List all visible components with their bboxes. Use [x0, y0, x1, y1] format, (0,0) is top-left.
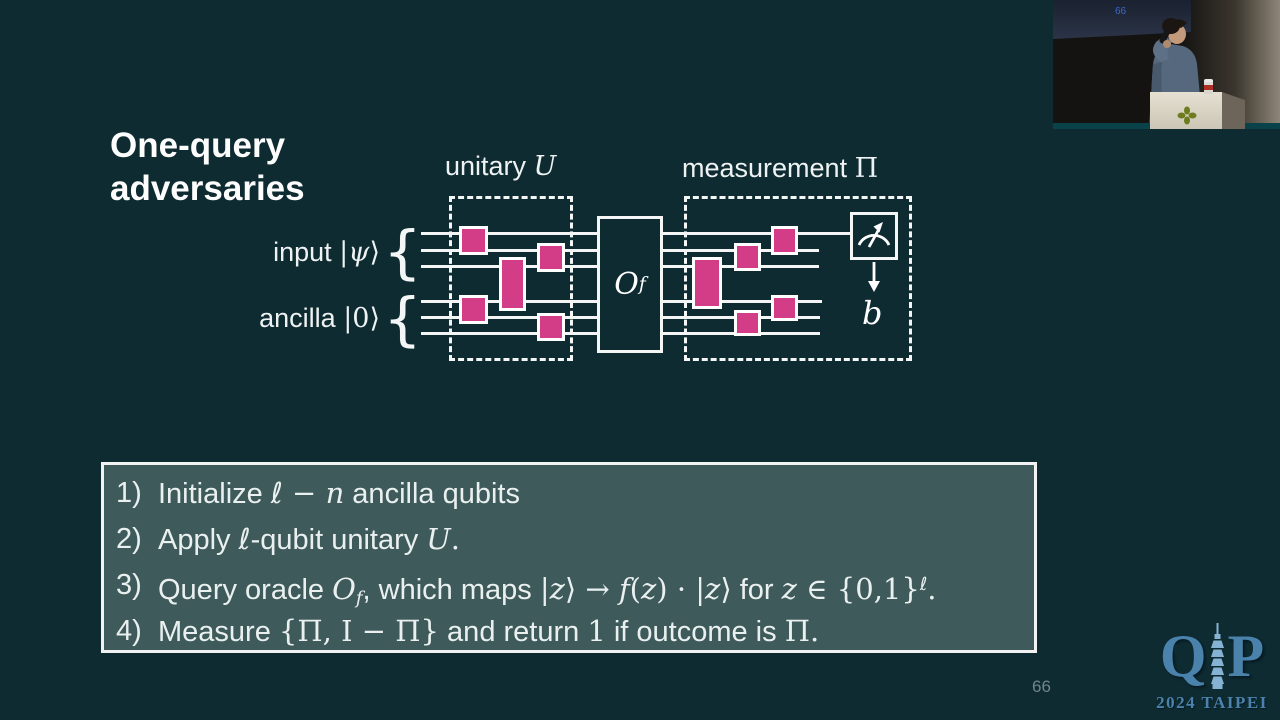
step-text: Measure {Π, I − Π} and return 1 if outco…: [158, 614, 820, 648]
down-arrow-icon: [868, 262, 880, 292]
gate: [734, 310, 761, 336]
podium-side: [1222, 92, 1245, 129]
gate: [459, 226, 488, 255]
conference-logo: Q P 2024 TAIPEI: [1146, 620, 1278, 713]
gate: [771, 226, 798, 255]
water-bottle: [1204, 79, 1213, 94]
step-number: 3): [116, 569, 142, 601]
input-brace: {: [383, 218, 422, 286]
logo-letter-q: Q: [1160, 626, 1207, 686]
gate: [692, 257, 722, 309]
step-text: Initialize ℓ − n ancilla qubits: [158, 476, 520, 510]
step-number: 2): [116, 523, 142, 555]
gate: [734, 243, 761, 271]
unitary-box: [449, 196, 573, 361]
step-item: 4) Measure {Π, I − Π} and return 1 if ou…: [116, 608, 1034, 654]
unitary-label: unitary U: [445, 151, 557, 182]
input-label: input |ψ⟩: [273, 237, 380, 268]
step-number: 1): [116, 477, 142, 509]
slide-title-line1: One-query: [110, 126, 286, 165]
logo-letter-p: P: [1227, 623, 1265, 689]
measurement-box: [684, 196, 912, 361]
step-number: 4): [116, 615, 142, 647]
slide-title: One-query adversaries: [110, 124, 305, 210]
gate: [499, 257, 526, 311]
gate: [459, 295, 488, 324]
slide-title-line2: adversaries: [110, 169, 305, 208]
step-text: Apply ℓ-qubit unitary U.: [158, 522, 460, 556]
logo-letters: Q P: [1146, 620, 1278, 692]
output-bit-label: b: [862, 294, 883, 332]
page-number: 66: [1032, 677, 1051, 696]
gate: [537, 243, 565, 272]
presenter-video: 66: [1053, 0, 1280, 129]
logo-caption: 2024 TAIPEI: [1156, 693, 1268, 712]
screen-page-number: 66: [1115, 6, 1127, 17]
taipei-101-icon: [1210, 623, 1224, 689]
meter-icon: [857, 222, 891, 248]
meter-box: [850, 212, 898, 260]
steps-panel: 1) Initialize ℓ − n ancilla qubits 2) Ap…: [101, 462, 1037, 653]
gate: [537, 313, 565, 341]
step-item: 2) Apply ℓ-qubit unitary U.: [116, 516, 1034, 562]
step-item: 1) Initialize ℓ − n ancilla qubits: [116, 470, 1034, 516]
ancilla-brace: {: [383, 285, 422, 353]
ancilla-label: ancilla |0⟩: [259, 303, 380, 334]
flower-icon: [1177, 106, 1197, 125]
step-text: Query oracle Of, which maps |z⟩ → f(z) ·…: [158, 571, 937, 610]
step-item: 3) Query oracle Of, which maps |z⟩ → f(z…: [116, 562, 1034, 610]
measurement-label: measurement Π: [682, 153, 879, 184]
gate: [771, 295, 798, 321]
